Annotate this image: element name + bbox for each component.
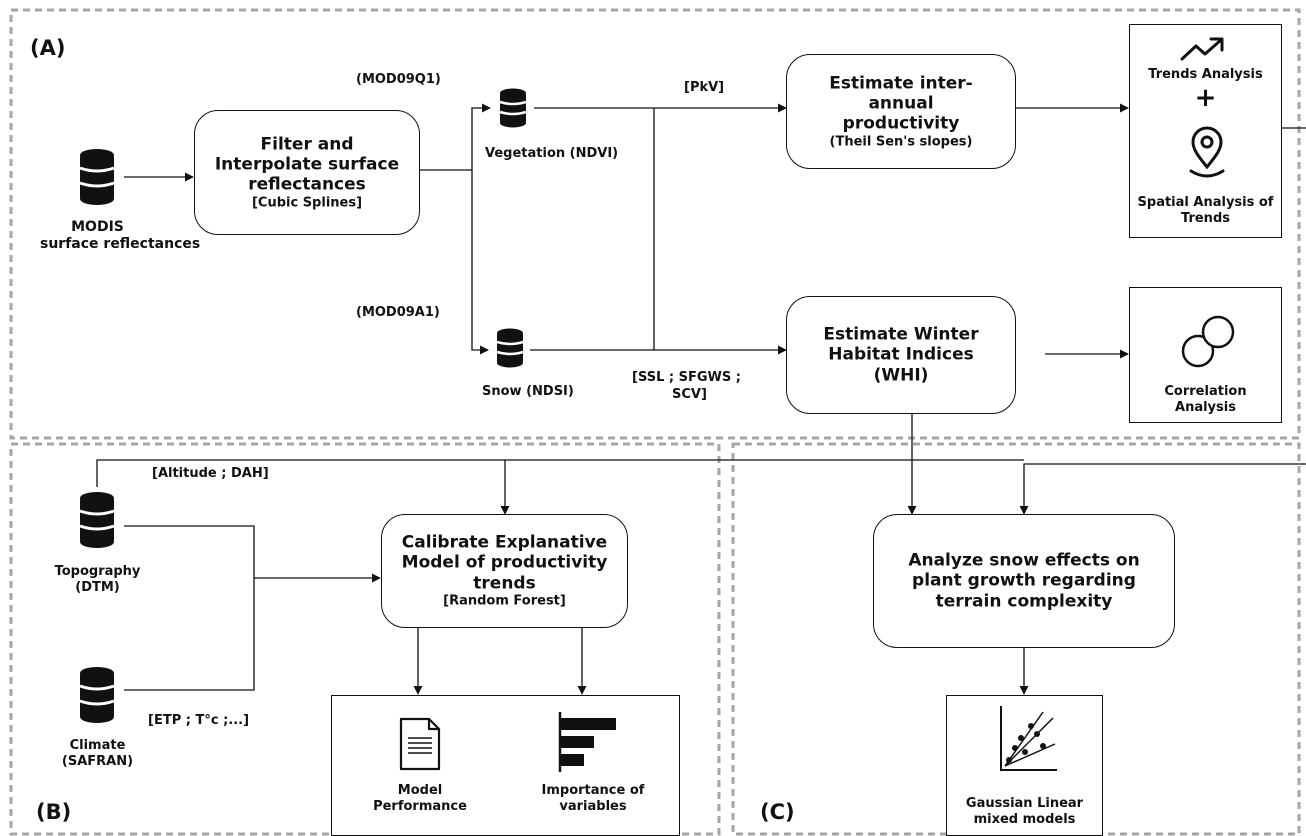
database-icon: [78, 147, 116, 207]
database-icon: [78, 665, 116, 725]
climate-subtitle: (SAFRAN): [61, 753, 134, 769]
model-outputs-box: Model Performance Importance of variable…: [331, 695, 680, 836]
productivity-process-method: (Theil Sen's slopes): [829, 134, 973, 150]
edge-topo-calibrate: [96, 459, 1024, 487]
plus-sign: +: [1194, 83, 1217, 113]
calibrate-process-box: Calibrate Explanative Model of productiv…: [381, 514, 628, 628]
map-pin-icon: [1185, 123, 1229, 185]
correlation-output-box: Correlation Analysis: [1129, 287, 1282, 423]
section-a-label: (A): [30, 36, 66, 60]
modis-subtitle: surface reflectances: [40, 235, 201, 252]
scv-label: SCV]: [672, 387, 707, 402]
database-icon: [495, 327, 525, 369]
mod09a1-label: (MOD09A1): [356, 305, 440, 320]
filter-process-text: Filter and Interpolate surface reflectan…: [195, 134, 419, 211]
section-c-label: (C): [760, 800, 795, 824]
edge-filter-split: [420, 103, 491, 171]
trends-output-box: Trends Analysis + Spatial Analysis of Tr…: [1129, 24, 1282, 238]
etp-label: [ETP ; T°c ;...]: [148, 713, 250, 728]
modis-label: MODIS surface reflectances: [40, 219, 200, 253]
topography-title: Topography: [54, 564, 141, 579]
calibrate-process-method: [Random Forest]: [443, 593, 566, 609]
spatial-analysis-label: Spatial Analysis of Trends: [1137, 195, 1274, 226]
snow-effects-process-title: Analyze snow effects on plant growth reg…: [908, 550, 1140, 612]
trends-analysis-label: Trends Analysis: [1148, 67, 1263, 82]
productivity-process-box: Estimate inter-annual productivity (Thei…: [786, 54, 1016, 169]
section-a-frame: [9, 8, 1301, 440]
database-icon: [498, 87, 528, 129]
climate-label: Climate (SAFRAN): [40, 738, 155, 769]
database-icon: [78, 490, 116, 550]
document-icon: [398, 716, 442, 776]
correlation-label: Correlation Analysis: [1164, 384, 1247, 415]
filter-process-box: Filter and Interpolate surface reflectan…: [194, 110, 420, 235]
calibrate-process-title: Calibrate Explanative Model of productiv…: [401, 532, 608, 594]
scatter-plot-icon: [995, 704, 1059, 780]
snow-effects-process-box: Analyze snow effects on plant growth reg…: [873, 514, 1175, 648]
productivity-process-title: Estimate inter-annual productivity: [829, 73, 973, 134]
whi-process-text: Estimate Winter Habitat Indices (WHI): [787, 324, 1015, 385]
filter-process-method: [Cubic Splines]: [251, 195, 363, 211]
whi-process-box: Estimate Winter Habitat Indices (WHI): [786, 296, 1016, 414]
glmm-output-box: Gaussian Linear mixed models: [946, 695, 1103, 836]
edge-filter-snow: [471, 170, 489, 355]
connectors: [96, 103, 1306, 695]
whi-process-title: Estimate Winter Habitat Indices (WHI): [823, 324, 979, 386]
pkv-label: [PkV]: [684, 80, 725, 95]
modis-title: MODIS: [71, 219, 124, 235]
filter-process-title: Filter and Interpolate surface reflectan…: [214, 134, 400, 195]
edge-topo-merge: [124, 525, 381, 583]
snow-label: Snow (NDSI): [482, 384, 574, 399]
vegetation-label: Vegetation (NDVI): [485, 146, 619, 161]
model-performance-label: Model Performance: [373, 783, 467, 814]
glmm-label: Gaussian Linear mixed models: [965, 796, 1084, 827]
importance-variables-label: Importance of variables: [541, 783, 645, 814]
trend-up-icon: [1178, 35, 1228, 67]
edge-trends-feedback: [1019, 463, 1306, 515]
mod09q1-label: (MOD09Q1): [356, 72, 441, 87]
climate-title: Climate: [69, 738, 126, 753]
topography-subtitle: (DTM): [75, 579, 120, 595]
calibrate-process-text: Calibrate Explanative Model of productiv…: [382, 533, 627, 610]
bar-chart-icon: [556, 710, 620, 778]
ssl-label: [SSL ; SFGWS ;: [632, 370, 741, 385]
snow-effects-process-text: Analyze snow effects on plant growth reg…: [874, 550, 1174, 611]
productivity-process-text: Estimate inter-annual productivity (Thei…: [787, 73, 1015, 150]
circles-icon: [1176, 310, 1240, 378]
topography-label: Topography (DTM): [40, 564, 155, 595]
edge-climate-merge: [124, 578, 255, 691]
altitude-label: [Altitude ; DAH]: [152, 466, 269, 481]
section-b-label: (B): [36, 800, 72, 824]
